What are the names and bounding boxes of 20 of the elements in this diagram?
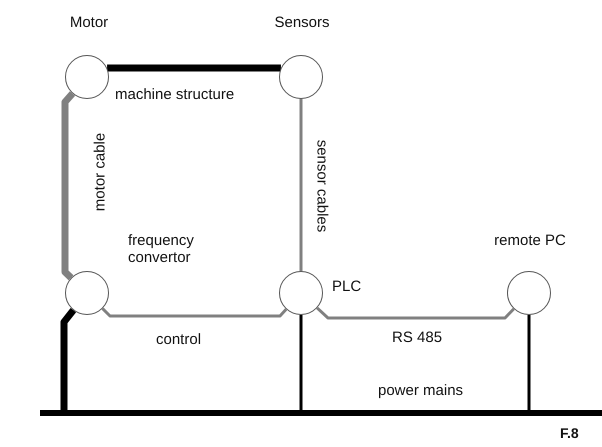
thick-line [62,91,76,280]
node-label: Motor [68,14,110,31]
thick-line [107,64,281,72]
line [300,99,302,271]
line [528,315,530,410]
node-label: power mains [378,382,464,399]
line [300,315,302,410]
node-label: remote PC [493,232,567,249]
line [102,308,288,318]
figure-number: F.8 [560,426,579,440]
edge-label: sensor cables [314,140,330,232]
line [316,306,515,320]
edge-label: machine structure [115,87,234,102]
edge-label: RS 485 [392,330,442,345]
node-label: Sensors [273,14,331,31]
edge-label: motor cable [92,132,108,212]
node-label: PLC [332,278,362,295]
thick-line [60,308,76,410]
node-label: frequency convertor [128,232,195,266]
edge-label: control [156,332,202,347]
